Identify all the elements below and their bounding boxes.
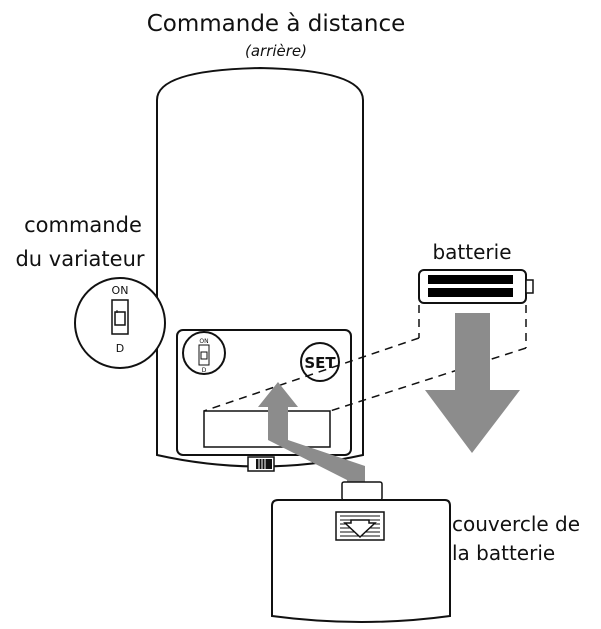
diagram-title: Commande à distance	[147, 11, 406, 37]
cover-label-line1: couvercle de	[452, 512, 580, 536]
cover-slide-arrow	[258, 382, 365, 498]
diagram-subtitle: (arrière)	[245, 42, 307, 60]
battery-guide-lines	[203, 305, 527, 412]
dimmer-label-line1: commande	[24, 213, 142, 237]
set-button	[300, 342, 340, 382]
set-button-label: SET	[304, 354, 336, 372]
battery-cover	[271, 481, 451, 623]
callout-switch-on-label: ON	[112, 284, 129, 297]
cover-label-line2: la batterie	[452, 541, 555, 565]
callout-switch-d-label: D	[116, 342, 124, 355]
battery-icon	[418, 269, 534, 304]
insert-battery-arrow	[425, 313, 520, 453]
battery-label: batterie	[432, 240, 511, 264]
dimmer-label-line2: du variateur	[15, 247, 144, 271]
small-switch-on-label: ON	[199, 338, 208, 345]
small-switch-d-label: D	[202, 367, 207, 374]
battery-slot	[203, 410, 331, 448]
